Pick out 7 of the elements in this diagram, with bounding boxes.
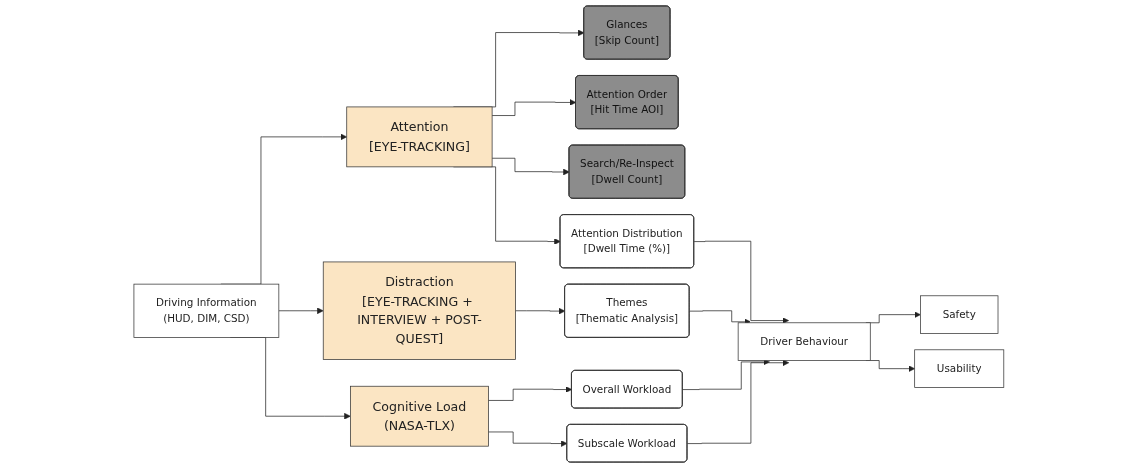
node-box: Safety [919, 295, 998, 334]
node-box: Usability [913, 349, 1004, 388]
node-box: Driver Behaviour [737, 322, 871, 361]
node-box: Distraction [EYE-TRACKING + INTERVIEW + POST-QUEST] [322, 261, 516, 360]
node-box: Cognitive Load (NASA-TLX) [349, 385, 489, 447]
node-box: Driving Information (HUD, DIM, CSD) [133, 283, 279, 338]
node-box: Attention [EYE-TRACKING] [346, 106, 493, 168]
